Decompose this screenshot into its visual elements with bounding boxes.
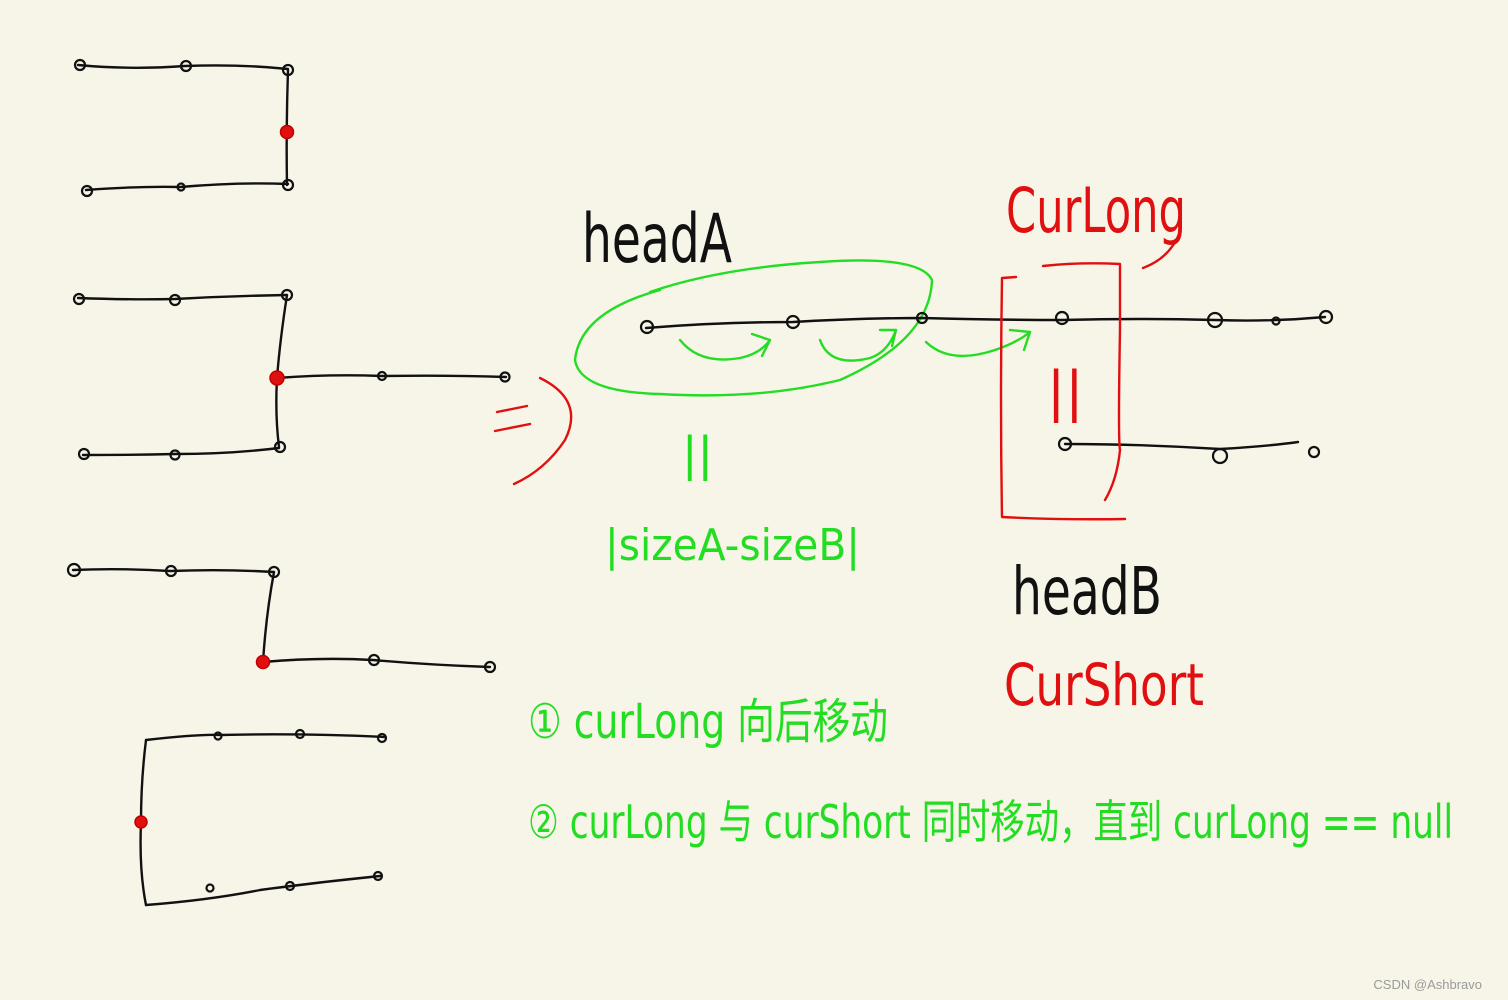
shape3-node xyxy=(66,562,82,578)
move-arrow-1 xyxy=(678,332,772,361)
shape4-top-edge xyxy=(144,733,387,742)
implies-arc xyxy=(512,376,573,486)
shape2-node xyxy=(499,371,511,383)
shape4-node xyxy=(213,731,223,741)
curLong-label: CurLong xyxy=(1006,174,1186,247)
shape4-node xyxy=(376,732,388,744)
listA-head-node xyxy=(639,319,655,335)
shape3-node xyxy=(483,660,497,674)
shape3-node xyxy=(267,565,281,579)
shape1-intersection-node xyxy=(279,124,295,140)
shape1-node xyxy=(281,63,295,77)
listA-node xyxy=(1206,311,1224,329)
shape4-node xyxy=(205,883,215,893)
shape2-node xyxy=(77,447,91,461)
shape2-tail xyxy=(275,374,508,380)
main-diagram: headA || |sizeA-sizeB| CurLong xyxy=(573,174,1334,719)
shape3-bottom-edge xyxy=(261,657,492,669)
curLong-box xyxy=(1041,262,1122,502)
shape1-node xyxy=(176,182,186,192)
example-shape-3 xyxy=(66,562,497,674)
shape2-node xyxy=(273,440,287,454)
shape1-node xyxy=(281,178,295,192)
shape1-node xyxy=(179,59,193,73)
shape2-node xyxy=(169,449,181,461)
step2-note: ② curLong 与 curShort 同时移动，直到 curLong == … xyxy=(528,795,1453,849)
listA-node xyxy=(785,314,801,330)
shape2-bottom-edge xyxy=(81,446,281,457)
shape1-bottom-edge xyxy=(84,182,290,192)
listB-node xyxy=(1211,447,1229,465)
example-shape-1 xyxy=(73,58,295,198)
shape4-node xyxy=(284,880,296,892)
curShort-label: CurShort xyxy=(1004,651,1204,719)
size-difference-label: |sizeA-sizeB| xyxy=(605,520,860,571)
shape4-node xyxy=(294,728,306,740)
parallel-equal-green: || xyxy=(682,427,713,482)
shape2-node xyxy=(280,288,294,302)
headA-label: headA xyxy=(582,200,732,279)
skip-region-ellipse xyxy=(573,259,934,397)
listA-node xyxy=(1271,316,1281,326)
curLong-start-node xyxy=(1054,310,1070,326)
listB-line xyxy=(1063,440,1300,451)
shape1-node xyxy=(73,58,87,72)
shape3-intersection-node xyxy=(255,654,271,670)
shape3-vertical xyxy=(261,570,276,664)
example-shape-2 xyxy=(72,288,511,461)
curLong-pointer xyxy=(1141,230,1182,270)
outer-bracket xyxy=(999,275,1127,521)
steps-notes: ① curLong 向后移动 ② curLong 与 curShort 同时移动… xyxy=(528,694,1453,849)
implies-bar-top xyxy=(495,404,529,414)
shape3-node xyxy=(164,564,178,578)
step1-note: ① curLong 向后移动 xyxy=(528,694,888,750)
parallel-equal-red: || xyxy=(1047,360,1083,423)
listA-node xyxy=(915,311,929,325)
shape2-node xyxy=(168,293,182,307)
move-arrow-3 xyxy=(924,328,1032,358)
implies-arrow xyxy=(493,376,573,486)
move-arrow-2 xyxy=(818,328,898,362)
example-shape-4 xyxy=(134,728,388,907)
shape2-node xyxy=(376,370,388,382)
listA-tail-node xyxy=(1318,309,1334,325)
shape2-node xyxy=(72,292,86,306)
listA-line xyxy=(644,315,1327,330)
listB-tail-node xyxy=(1307,445,1321,459)
shape4-intersection-node xyxy=(134,815,148,829)
shape1-node xyxy=(80,184,94,198)
shape3-top-edge xyxy=(71,568,276,574)
headB-label: headB xyxy=(1012,553,1162,630)
shape1-top-edge xyxy=(76,63,290,71)
shape2-top-edge xyxy=(76,293,289,301)
shape4-bottom-edge xyxy=(144,874,382,907)
shape4-node xyxy=(372,870,384,882)
listB-head-node xyxy=(1057,436,1073,452)
shape3-node xyxy=(367,653,381,667)
implies-bar-bottom xyxy=(493,422,532,433)
shape2-intersection-node xyxy=(269,370,285,386)
watermark: CSDN @Ashbravo xyxy=(1373,977,1482,992)
